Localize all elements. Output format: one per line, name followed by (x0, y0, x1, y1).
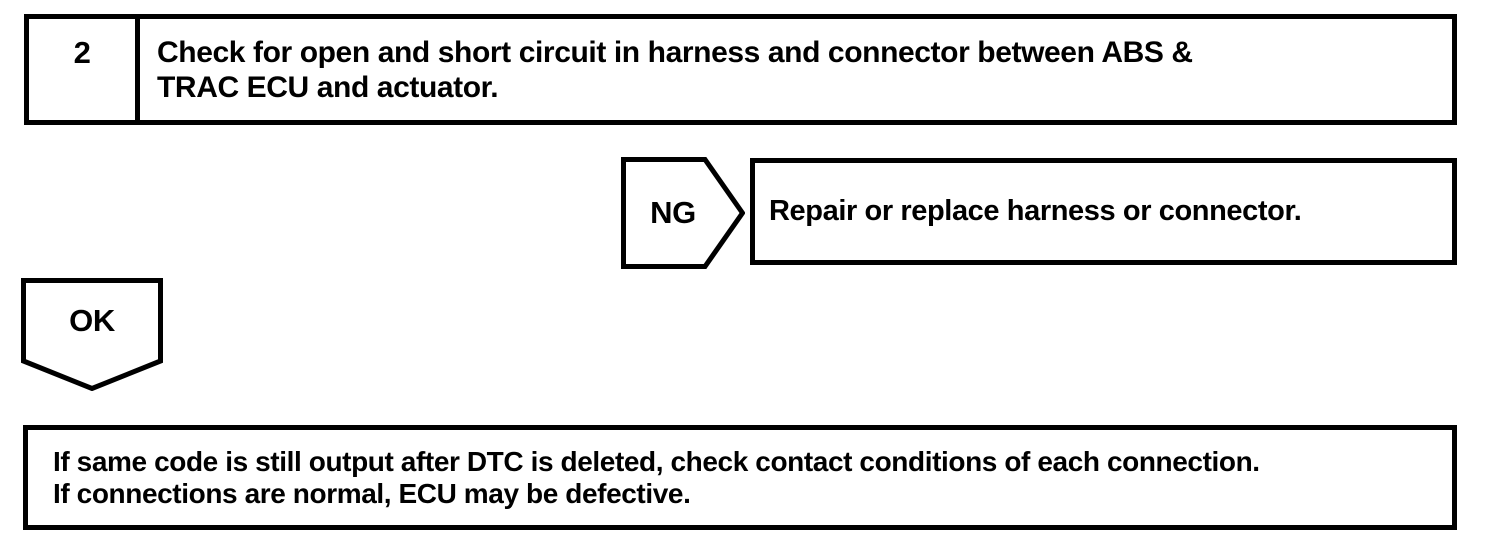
ng-right-arrow-icon (621, 157, 745, 269)
step-instruction: Check for open and short circuit in harn… (140, 19, 1452, 120)
ng-action-text: Repair or replace harness or connector. (769, 195, 1302, 227)
ng-label: NG (650, 195, 696, 230)
note-box: If same code is still output after DTC i… (23, 425, 1457, 530)
note-line-1: If same code is still output after DTC i… (53, 445, 1260, 477)
step-number-cell: 2 (29, 19, 140, 120)
ng-connector: NG (621, 157, 745, 269)
step-box: 2 Check for open and short circuit in ha… (24, 14, 1457, 125)
step-instruction-line-2: TRAC ECU and actuator. (157, 70, 499, 104)
ok-connector: OK (21, 278, 163, 391)
ok-label: OK (69, 303, 115, 338)
ok-down-arrow-icon (21, 278, 163, 391)
ng-action-box: Repair or replace harness or connector. (750, 158, 1457, 265)
note-line-2: If connections are normal, ECU may be de… (53, 477, 691, 509)
step-instruction-line-1: Check for open and short circuit in harn… (157, 35, 1193, 69)
step-number: 2 (73, 35, 91, 70)
